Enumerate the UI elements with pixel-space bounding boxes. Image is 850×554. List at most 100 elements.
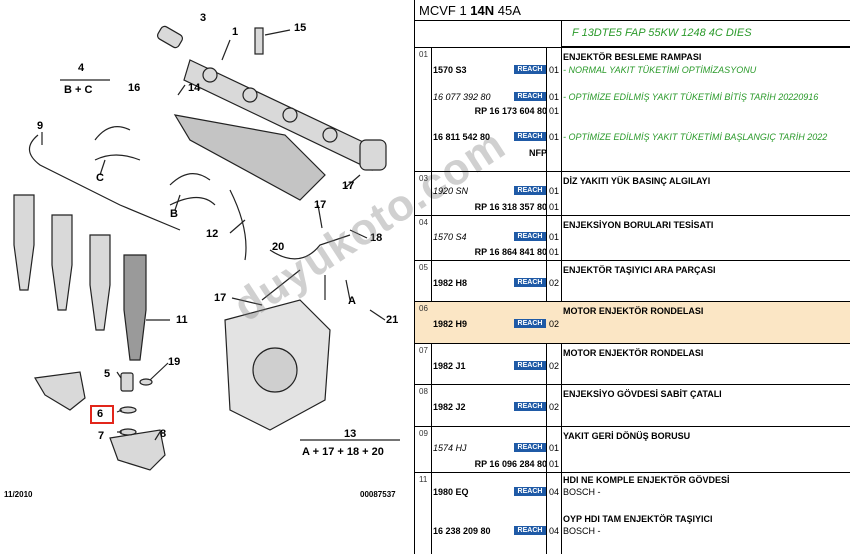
group-number: 03 <box>419 174 428 183</box>
callout-7[interactable]: 7 <box>98 430 105 442</box>
callout-4[interactable]: 4 <box>78 62 85 74</box>
reach-badge: REACH <box>514 526 546 535</box>
group-description: HDI NE KOMPLE ENJEKTÖR GÖVDESİ <box>563 475 730 485</box>
callout-3[interactable]: 3 <box>200 12 207 24</box>
part-number[interactable]: 1574 HJ <box>433 443 467 453</box>
table-row[interactable]: NFP <box>415 148 850 160</box>
group-number: 11 <box>419 475 428 484</box>
callout-17-top[interactable]: 17 <box>342 180 355 192</box>
callout-a[interactable]: A <box>348 295 356 307</box>
table-row[interactable]: 1574 HJ REACH 01 <box>415 443 850 455</box>
part-number[interactable]: 1980 EQ <box>433 487 469 497</box>
part-number[interactable]: 1982 H9 <box>433 319 468 329</box>
callout-19[interactable]: 19 <box>168 356 181 368</box>
callout-8[interactable]: 8 <box>160 428 167 440</box>
replacement-part-number[interactable]: RP 16 173 604 80 <box>474 106 547 116</box>
reach-badge: REACH <box>514 361 546 370</box>
table-row-group-11[interactable]: 11 HDI NE KOMPLE ENJEKTÖR GÖVDESİ 1980 E… <box>415 472 850 512</box>
divider <box>561 47 562 554</box>
callout-11[interactable]: 11 <box>176 314 188 326</box>
table-row[interactable]: RP 16 173 604 80 01 <box>415 106 850 118</box>
table-row-group-08[interactable]: 08 ENJEKSİYO GÖVDESİ SABİT ÇATALI 1982 J… <box>415 384 850 426</box>
callout-17-mid[interactable]: 17 <box>314 199 327 211</box>
group-number: 01 <box>419 50 428 59</box>
table-row[interactable]: 16 238 209 80 REACH 04 BOSCH - <box>415 526 850 538</box>
callout-a-17-18-20[interactable]: A + 17 + 18 + 20 <box>302 446 384 458</box>
quantity: 01 <box>549 65 560 75</box>
group-description: MOTOR ENJEKTÖR RONDELASI <box>563 348 704 358</box>
callout-b-plus-c[interactable]: B + C <box>64 84 93 96</box>
callout-17-left[interactable]: 17 <box>214 292 227 304</box>
callout-13[interactable]: 13 <box>344 428 357 440</box>
callout-6[interactable]: 6 <box>97 408 104 420</box>
table-row-group-09[interactable]: 09 YAKIT GERİ DÖNÜŞ BORUSU 1574 HJ REACH… <box>415 426 850 472</box>
callout-c[interactable]: C <box>96 172 104 184</box>
group-number: 06 <box>419 304 428 313</box>
table-row-group-03[interactable]: 03 DİZ YAKITI YÜK BASINÇ ALGILAYI 1920 S… <box>415 171 850 215</box>
model-header: MCVF 1 14N 45A <box>415 0 850 21</box>
table-row[interactable]: 1982 H8 REACH 02 <box>415 278 850 290</box>
part-number[interactable]: 1570 S3 <box>433 65 467 75</box>
reach-badge: REACH <box>514 132 546 141</box>
quantity: 01 <box>549 92 560 102</box>
part-number[interactable]: 1570 S4 <box>433 232 467 242</box>
part-number[interactable]: 1982 J1 <box>433 361 466 371</box>
part-number[interactable]: 16 238 209 80 <box>433 526 491 536</box>
reach-badge: REACH <box>514 402 546 411</box>
quantity: 02 <box>549 319 560 329</box>
replacement-part-number[interactable]: RP 16 864 841 80 <box>474 247 547 257</box>
part-number[interactable]: 1920 SN <box>433 186 469 196</box>
callout-20[interactable]: 20 <box>272 241 285 253</box>
quantity: 01 <box>549 132 560 142</box>
table-row[interactable]: 16 811 542 80 REACH 01 - OPTİMİZE EDİLMİ… <box>415 132 850 144</box>
table-row-group-01[interactable]: 01 ENJEKTÖR BESLEME RAMPASI 1570 S3 REAC… <box>415 47 850 171</box>
group-number: 09 <box>419 429 428 438</box>
callout-12[interactable]: 12 <box>206 228 219 240</box>
model-header-suffix: 45A <box>494 3 521 18</box>
quantity: 01 <box>549 202 560 212</box>
group-description: OYP HDI TAM ENJEKTÖR TAŞIYICI <box>563 514 713 524</box>
table-row[interactable]: 16 077 392 80 REACH 01 - OPTİMİZE EDİLMİ… <box>415 92 850 104</box>
callout-b[interactable]: B <box>170 208 178 220</box>
variant-note: - NORMAL YAKIT TÜKETİMİ OPTİMİZASYONU <box>563 65 757 75</box>
reach-badge: REACH <box>514 232 546 241</box>
table-row[interactable]: 1982 J2 REACH 02 <box>415 402 850 414</box>
quantity: 02 <box>549 361 560 371</box>
table-row[interactable]: 1570 S4 REACH 01 <box>415 232 850 244</box>
table-row-group-06[interactable]: 06 MOTOR ENJEKTÖR RONDELASI 1982 H9 REAC… <box>415 301 850 343</box>
replacement-part-number[interactable]: RP 16 096 284 80 <box>474 459 547 469</box>
callout-16[interactable]: 16 <box>128 82 141 94</box>
group-number: 04 <box>419 218 428 227</box>
part-number[interactable]: 16 077 392 80 <box>433 92 491 102</box>
callout-5[interactable]: 5 <box>104 368 111 380</box>
callout-15[interactable]: 15 <box>294 22 307 34</box>
quantity: 02 <box>549 278 560 288</box>
table-row-group-11b[interactable]: OYP HDI TAM ENJEKTÖR TAŞIYICI 16 238 209… <box>415 512 850 554</box>
table-row-group-04[interactable]: 04 ENJEKSİYON BORULARI TESİSATI 1570 S4 … <box>415 215 850 260</box>
table-row[interactable]: 1982 H9 REACH 02 <box>415 319 850 331</box>
table-row[interactable]: RP 16 096 284 80 01 <box>415 459 850 471</box>
table-row[interactable]: 1920 SN REACH 01 <box>415 186 850 198</box>
callout-21[interactable]: 21 <box>386 314 399 326</box>
callout-1[interactable]: 1 <box>232 26 239 38</box>
part-number[interactable]: 1982 H8 <box>433 278 468 288</box>
table-row[interactable]: RP 16 864 841 80 01 <box>415 247 850 259</box>
callout-18[interactable]: 18 <box>370 232 383 244</box>
table-row[interactable]: RP 16 318 357 80 01 <box>415 202 850 214</box>
callout-14[interactable]: 14 <box>188 82 201 94</box>
callout-9[interactable]: 9 <box>37 120 44 132</box>
table-row-group-05[interactable]: 05 ENJEKTÖR TAŞIYICI ARA PARÇASI 1982 H8… <box>415 260 850 301</box>
model-header-prefix: MCVF 1 <box>419 3 471 18</box>
table-row[interactable]: 1982 J1 REACH 02 <box>415 361 850 373</box>
table-row[interactable]: 1570 S3 REACH 01 - NORMAL YAKIT TÜKETİMİ… <box>415 65 850 77</box>
table-row[interactable]: 1980 EQ REACH 04 BOSCH - <box>415 487 850 499</box>
part-number[interactable]: 16 811 542 80 <box>433 132 491 142</box>
group-description: YAKIT GERİ DÖNÜŞ BORUSU <box>563 431 691 441</box>
quantity: 01 <box>549 443 560 453</box>
table-row-group-07[interactable]: 07 MOTOR ENJEKTÖR RONDELASI 1982 J1 REAC… <box>415 343 850 384</box>
group-number: 07 <box>419 346 428 355</box>
part-number[interactable]: 1982 J2 <box>433 402 466 412</box>
reach-badge: REACH <box>514 278 546 287</box>
diagram-code: 00087537 <box>360 490 396 499</box>
replacement-part-number[interactable]: RP 16 318 357 80 <box>474 202 547 212</box>
